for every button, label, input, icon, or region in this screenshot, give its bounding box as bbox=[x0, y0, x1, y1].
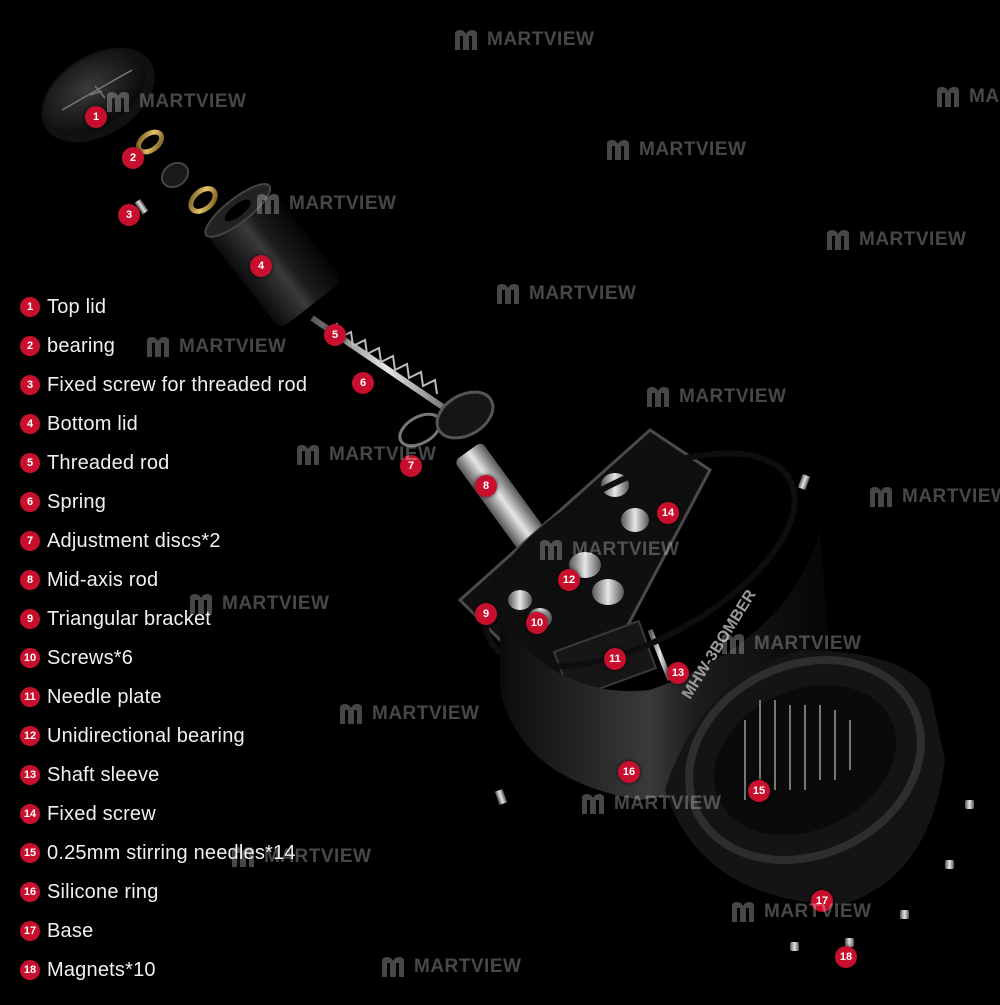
legend-item: 12 Unidirectional bearing bbox=[20, 721, 245, 751]
legend-label: Shaft sleeve bbox=[47, 763, 160, 786]
legend-item: 1 Top lid bbox=[20, 292, 106, 322]
legend-number: 10 bbox=[20, 648, 40, 668]
legend-number: 15 bbox=[20, 843, 40, 863]
legend-item: 14 Fixed screw bbox=[20, 799, 156, 829]
spring-part bbox=[324, 322, 438, 395]
legend-label: bearing bbox=[47, 334, 116, 357]
legend-item: 16 Silicone ring bbox=[20, 877, 159, 907]
callout-4: 4 bbox=[250, 255, 272, 277]
legend-label: 0.25mm stirring needles*14 bbox=[47, 841, 296, 864]
legend-number: 1 bbox=[20, 297, 40, 317]
legend-label: Triangular bracket bbox=[47, 607, 212, 630]
legend-number: 18 bbox=[20, 960, 40, 980]
legend-number: 6 bbox=[20, 492, 40, 512]
callout-2: 2 bbox=[122, 147, 144, 169]
legend-label: Magnets*10 bbox=[47, 958, 156, 981]
legend-label: Fixed screw for threaded rod bbox=[47, 373, 308, 396]
callout-7: 7 bbox=[400, 455, 422, 477]
legend-number: 9 bbox=[20, 609, 40, 629]
legend-item: 13 Shaft sleeve bbox=[20, 760, 159, 790]
legend-number: 3 bbox=[20, 375, 40, 395]
top-lid-part bbox=[41, 47, 155, 143]
bottom-lid-part bbox=[204, 183, 340, 326]
callout-10: 10 bbox=[526, 612, 548, 634]
callout-3: 3 bbox=[118, 204, 140, 226]
legend-item: 5 Threaded rod bbox=[20, 448, 169, 478]
legend-label: Base bbox=[47, 919, 94, 942]
legend-label: Unidirectional bearing bbox=[47, 724, 245, 747]
legend-item: 8 Mid-axis rod bbox=[20, 565, 158, 595]
legend-number: 5 bbox=[20, 453, 40, 473]
legend-label: Top lid bbox=[47, 295, 107, 318]
mid-axis-rod-part bbox=[456, 443, 550, 557]
callout-17: 17 bbox=[811, 890, 833, 912]
legend-number: 4 bbox=[20, 414, 40, 434]
legend-item: 2 bearing bbox=[20, 331, 115, 361]
callout-9: 9 bbox=[475, 603, 497, 625]
callout-8: 8 bbox=[475, 475, 497, 497]
callout-18: 18 bbox=[835, 946, 857, 968]
callout-12: 12 bbox=[558, 569, 580, 591]
legend-label: Threaded rod bbox=[47, 451, 170, 474]
legend-label: Silicone ring bbox=[47, 880, 159, 903]
legend-number: 12 bbox=[20, 726, 40, 746]
legend-number: 14 bbox=[20, 804, 40, 824]
legend-label: Mid-axis rod bbox=[47, 568, 159, 591]
fixed-screw-part bbox=[134, 198, 149, 215]
legend-number: 8 bbox=[20, 570, 40, 590]
legend-item: 15 0.25mm stirring needles*14 bbox=[20, 838, 296, 868]
callout-14: 14 bbox=[657, 502, 679, 524]
legend-label: Adjustment discs*2 bbox=[47, 529, 221, 552]
shaft-sleeve-part bbox=[647, 629, 673, 681]
legend-item: 17 Base bbox=[20, 916, 93, 946]
legend-item: 10 Screws*6 bbox=[20, 643, 133, 673]
legend-item: 18 Magnets*10 bbox=[20, 955, 156, 985]
legend-label: Screws*6 bbox=[47, 646, 134, 669]
magnets-part bbox=[790, 800, 974, 951]
legend-number: 7 bbox=[20, 531, 40, 551]
legend-label: Fixed screw bbox=[47, 802, 156, 825]
callout-6: 6 bbox=[352, 372, 374, 394]
callout-1: 1 bbox=[85, 106, 107, 128]
legend-number: 2 bbox=[20, 336, 40, 356]
legend-item: 4 Bottom lid bbox=[20, 409, 138, 439]
legend-item: 9 Triangular bracket bbox=[20, 604, 211, 634]
legend-item: 6 Spring bbox=[20, 487, 106, 517]
legend-label: Needle plate bbox=[47, 685, 162, 708]
legend-label: Spring bbox=[47, 490, 107, 513]
callout-16: 16 bbox=[618, 761, 640, 783]
legend-label: Bottom lid bbox=[47, 412, 138, 435]
legend-number: 16 bbox=[20, 882, 40, 902]
legend-number: 11 bbox=[20, 687, 40, 707]
callout-15: 15 bbox=[748, 780, 770, 802]
legend-item: 3 Fixed screw for threaded rod bbox=[20, 370, 307, 400]
legend-number: 13 bbox=[20, 765, 40, 785]
callout-11: 11 bbox=[604, 648, 626, 670]
callout-13: 13 bbox=[667, 662, 689, 684]
legend-item: 7 Adjustment discs*2 bbox=[20, 526, 221, 556]
callout-5: 5 bbox=[324, 324, 346, 346]
legend-number: 17 bbox=[20, 921, 40, 941]
legend-item: 11 Needle plate bbox=[20, 682, 162, 712]
